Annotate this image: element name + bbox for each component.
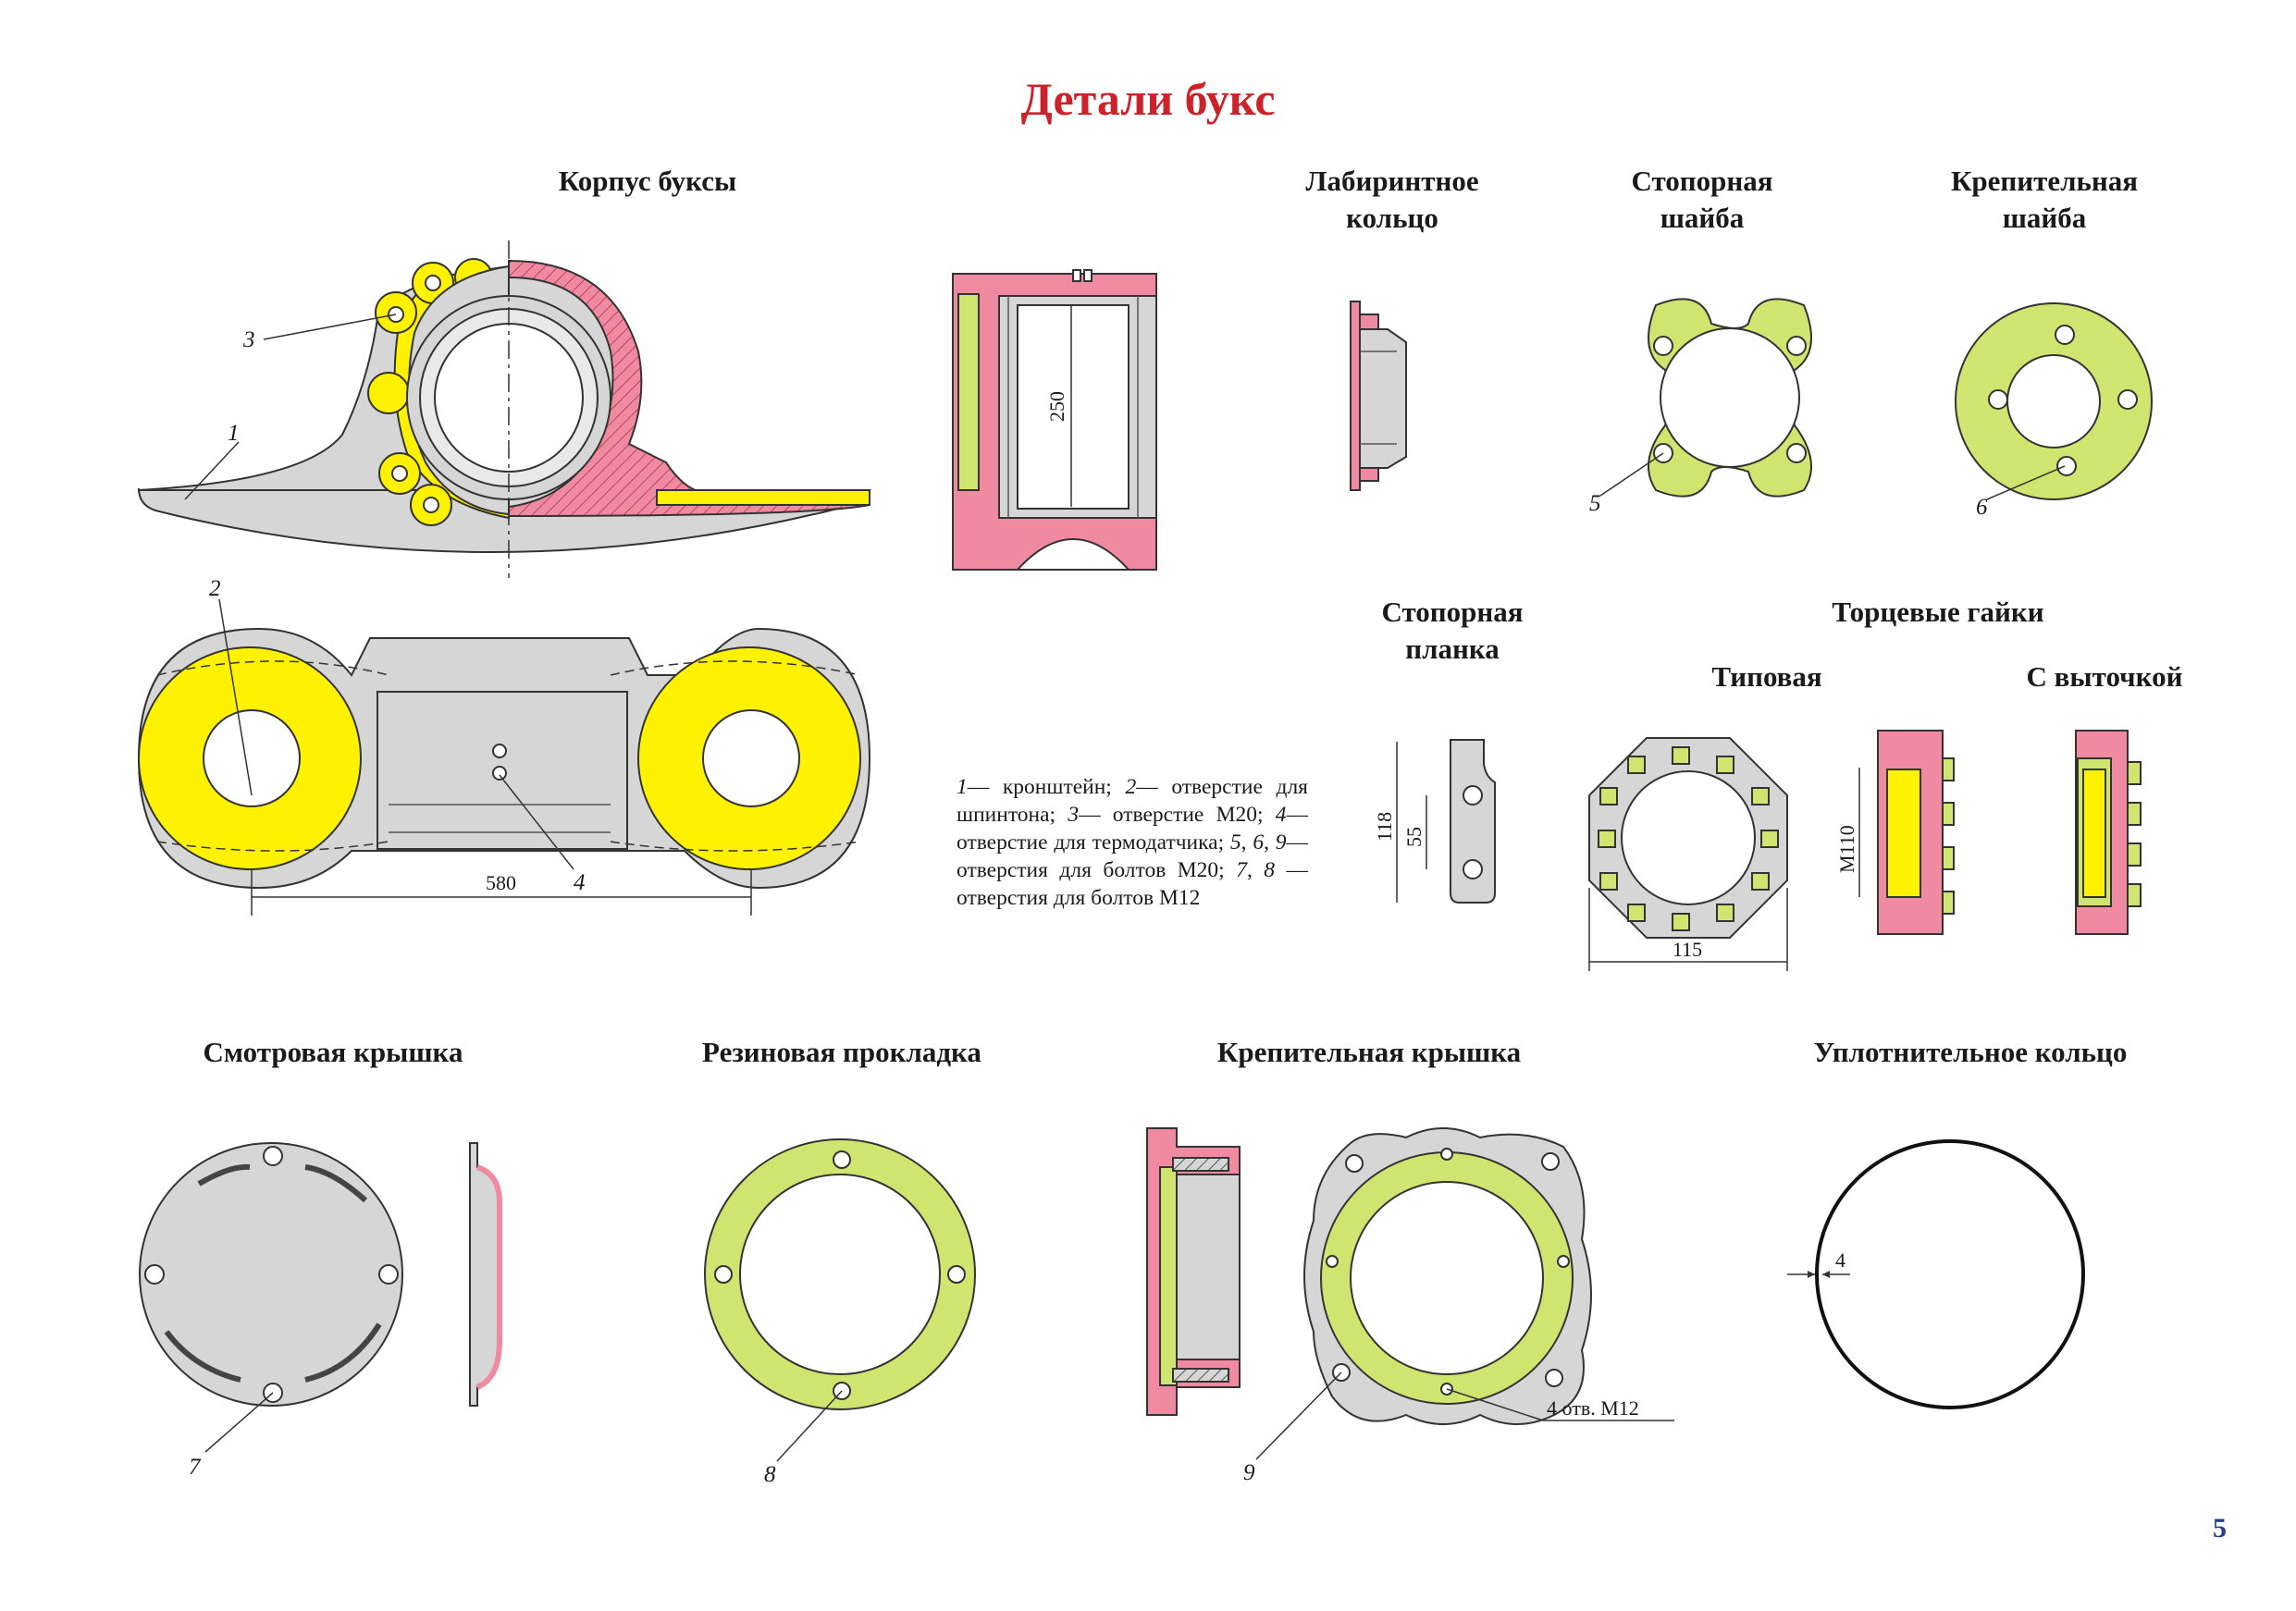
label-korpus: Корпус буксы: [558, 165, 737, 197]
callout-4: 4: [574, 870, 586, 895]
callout-8: 8: [764, 1462, 776, 1487]
callout-3: 3: [242, 327, 255, 352]
callout-1: 1: [228, 421, 240, 446]
dim-250-text: 250: [1045, 391, 1068, 422]
axlebox-housing-section: [952, 269, 1157, 571]
leader-1: 1: [184, 421, 240, 500]
dim-250: 250: [1045, 305, 1072, 507]
rubber-gasket: [704, 1138, 976, 1410]
callout-7: 7: [189, 1455, 202, 1480]
label-krep-kryshka: Крепительная крышка: [1216, 1036, 1522, 1068]
dim-118: 118: [1373, 742, 1398, 903]
axlebox-housing-top: [137, 627, 871, 890]
leader-8: 8: [764, 1390, 843, 1487]
end-nut-standard-section: [1877, 730, 1955, 935]
dim-115: 115: [1588, 888, 1788, 971]
dim-M110-text: M110: [1835, 825, 1858, 873]
leader-7: 7: [189, 1392, 274, 1480]
label-smotr-kryshka: Смотровая крышка: [203, 1036, 463, 1068]
dim-580: 580: [251, 869, 752, 916]
legend: 1— кронштейн; 2— отверстие для шпинтона;…: [957, 775, 1309, 910]
label-uplot-koltso: Уплотнительное кольцо: [1813, 1036, 2128, 1068]
fixing-cover-section: [1146, 1127, 1241, 1416]
callout-9: 9: [1243, 1460, 1255, 1485]
dim-M110: M110: [1835, 768, 1860, 897]
leader-9: 9: [1243, 1371, 1342, 1485]
callout-5: 5: [1589, 491, 1601, 516]
axlebox-housing-front: [138, 240, 871, 578]
label-tipovaya: Типовая: [1711, 660, 1822, 693]
label-torts-gaiki: Торцевые гайки: [1832, 596, 2044, 628]
callout-6: 6: [1976, 495, 1988, 520]
dim-4otv-text: 4 отв. М12: [1547, 1396, 1639, 1420]
end-nut-groove-section: [2075, 730, 2142, 935]
dim-55-text: 55: [1402, 827, 1426, 847]
leader-2: 2: [209, 576, 253, 796]
callout-2: 2: [209, 576, 221, 601]
page-title: Детали букс: [1020, 73, 1276, 125]
lock-washer: [1648, 298, 1812, 498]
end-nut-standard-front: [1588, 737, 1788, 939]
leader-4otv: 4 отв. М12: [1446, 1388, 1674, 1421]
label-rezin-prokladka: Резиновая прокладка: [702, 1036, 981, 1068]
dim-4-text: 4: [1835, 1248, 1845, 1272]
leader-3: 3: [242, 314, 397, 352]
fixing-washer: [1955, 302, 2153, 500]
dim-580-text: 580: [486, 871, 516, 894]
label-s-vytochkoi: С выточкой: [2026, 660, 2183, 693]
page-number: 5: [2213, 1513, 2227, 1543]
leader-5: 5: [1589, 452, 1664, 516]
lock-plate: [1450, 739, 1496, 904]
inspection-cover: [139, 1142, 403, 1407]
fixing-cover-front: [1303, 1127, 1592, 1425]
leader-6: 6: [1976, 465, 2066, 520]
inspection-cover-section: [469, 1142, 502, 1407]
sealing-ring: 4: [1787, 1139, 2085, 1409]
dim-115-text: 115: [1673, 938, 1702, 961]
leader-4: 4: [499, 774, 586, 895]
dim-55: 55: [1402, 795, 1427, 869]
dim-118-text: 118: [1373, 812, 1396, 842]
labyrinth-ring: [1350, 301, 1407, 491]
